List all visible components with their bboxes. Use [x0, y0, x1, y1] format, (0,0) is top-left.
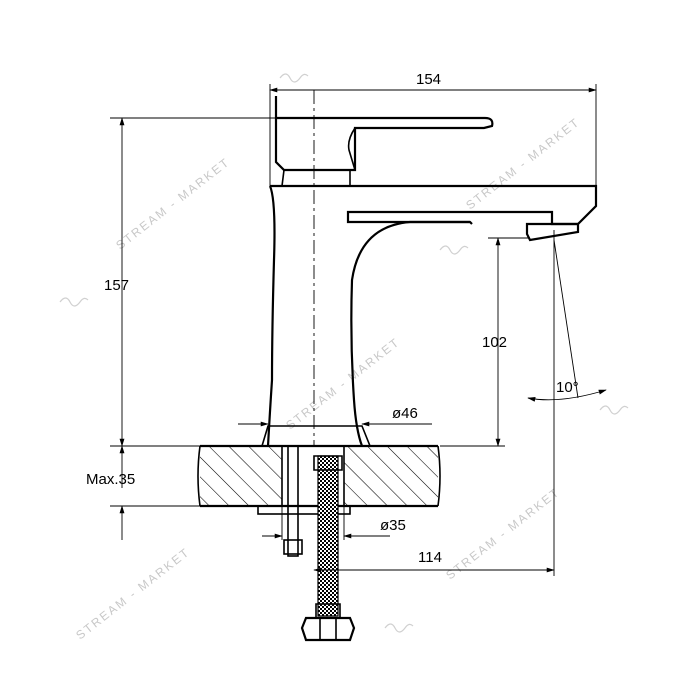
hose-ferrule-top: [313, 455, 343, 471]
cartridge-neck: [281, 169, 351, 187]
watermark: STREAM - MARKET STREAM - MARKET STREAM -…: [59, 73, 629, 643]
dim-spout-height: 102: [440, 237, 528, 447]
lever-handle-edge: [275, 118, 356, 171]
watermark-logo-2: [439, 245, 469, 255]
body-curve: [350, 220, 470, 447]
watermark-logo-5: [384, 623, 414, 633]
flex-hose: [317, 455, 339, 617]
watermark-logo-3: [59, 297, 89, 307]
watermark-text-4: STREAM - MARKET: [443, 485, 562, 583]
dim-hole-diameter: ø35: [262, 506, 406, 540]
base-flange: [260, 425, 372, 447]
dim-spout-reach: 114: [313, 230, 555, 576]
watermark-logo-1: [279, 73, 309, 83]
watermark-text-3: STREAM - MARKET: [283, 335, 402, 433]
dim-label-max35: Max.35: [86, 471, 135, 488]
dim-label-114: 114: [418, 549, 442, 566]
dim-label-o35: ø35: [380, 517, 406, 534]
spout: [270, 184, 598, 226]
stud-nut: [283, 539, 303, 555]
hose-nut: [300, 616, 356, 642]
mounting-stud: [287, 445, 299, 557]
dim-label-o46: ø46: [392, 405, 418, 422]
aerator: [525, 222, 580, 242]
dim-label-157: 157: [104, 277, 129, 294]
dim-base-diameter: ø46: [238, 405, 432, 427]
dim-label-10deg: 10°: [556, 379, 579, 396]
dim-label-102: 102: [482, 334, 507, 351]
watermark-text-5: STREAM - MARKET: [73, 545, 192, 643]
body-column: [266, 185, 276, 447]
watermark-text-2: STREAM - MARKET: [113, 155, 232, 253]
dim-spout-angle: 10°: [527, 239, 607, 402]
watermark-text-1: STREAM - MARKET: [463, 115, 582, 213]
dim-mounting-max: Max.35: [86, 445, 200, 540]
mounting-plate: [257, 505, 351, 515]
mounting-hardware: [257, 445, 356, 642]
dim-label-154: 154: [416, 71, 441, 88]
lever-handle: [274, 96, 494, 172]
dim-total-height: 157: [104, 117, 276, 447]
dim-total-width: 154: [269, 71, 597, 186]
watermark-logo-4: [599, 405, 629, 415]
